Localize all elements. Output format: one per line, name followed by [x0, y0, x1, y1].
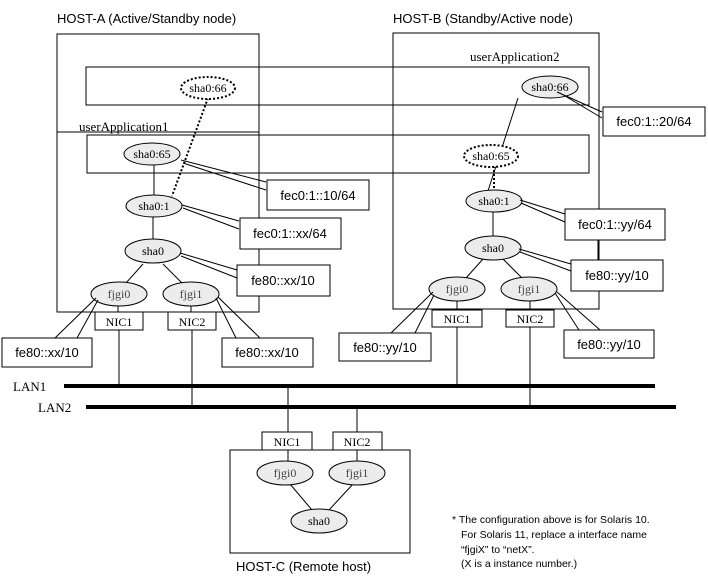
lan1-bus [64, 384, 655, 388]
b-nic2-label: NIC2 [517, 312, 544, 326]
a-sha0-label: sha0 [142, 244, 164, 258]
host-a-title: HOST-A (Active/Standby node) [57, 11, 236, 26]
b-nic2: NIC2 [505, 309, 555, 328]
b-sha0-address: fe80::yy/10 [585, 268, 649, 283]
a-sha0-fjgi1-link [162, 263, 183, 284]
b-sha066-node: sha0:66 [521, 75, 579, 99]
b-sha01-address-callout: fec0:1::yy/64 [519, 199, 666, 241]
a-sha065-node: sha0:65 [123, 142, 181, 166]
a-fjgi1-address-callout: fe80::xx/10 [215, 296, 314, 368]
b-sha0-label: sha0 [482, 241, 504, 255]
b-nic1-label: NIC1 [444, 312, 471, 326]
a-sha0-address: fe80::xx/10 [251, 273, 315, 288]
a-nic1: NIC1 [94, 311, 144, 331]
a-fjgi0-node: fjgi0 [90, 281, 148, 307]
lan2-bus [86, 405, 676, 409]
user-application2-label: userApplication2 [470, 49, 560, 64]
b-fjgi0-address: fe80::yy/10 [353, 340, 417, 355]
b-fjgi0-address-callout: fe80::yy/10 [338, 291, 435, 362]
a-nic2: NIC2 [167, 311, 217, 331]
b-sha066-label: sha0:66 [531, 80, 568, 94]
host-b-title: HOST-B (Standby/Active node) [393, 11, 573, 26]
c-fjgi0-label: fjgi0 [274, 466, 297, 480]
c-sha0-node: sha0 [290, 508, 348, 534]
host-c-title: HOST-C (Remote host) [236, 559, 371, 574]
a-fjgi0-address-callout: fe80::xx/10 [1, 297, 99, 368]
a-nic1-label: NIC1 [106, 315, 133, 329]
a-nic2-label: NIC2 [179, 315, 206, 329]
a-app1-address: fec0:1::10/64 [280, 188, 355, 203]
a-sha066-label: sha0:66 [189, 81, 226, 95]
user-application1-label: userApplication1 [79, 119, 169, 134]
b-fjgi1-node: fjgi1 [500, 276, 558, 302]
a-app1-address-callout: fec0:1::10/64 [180, 159, 370, 211]
c-nic1: NIC1 [261, 431, 313, 451]
a-fjgi1-label: fjgi1 [180, 287, 203, 301]
a-sha0-fjgi0-link [125, 263, 144, 284]
lan1-label: LAN1 [13, 379, 46, 394]
b-sha0-address-callout: fe80::yy/10 [518, 240, 664, 292]
c-fjgi1-label: fjgi1 [346, 466, 369, 480]
a-sha01-address-callout: fec0:1::xx/64 [181, 204, 342, 250]
a-fjgi0-label: fjgi0 [108, 287, 131, 301]
b-sha0-fjgi0-link [465, 258, 484, 279]
lan2-label: LAN2 [38, 400, 71, 415]
b-app2-address: fec0:1::20/64 [616, 114, 691, 129]
a-fjgi1-node: fjgi1 [162, 281, 220, 307]
b-fjgi1-address: fe80::yy/10 [577, 337, 641, 352]
a-sha01-label: sha0:1 [138, 199, 169, 213]
c-fjgi0-node: fjgi0 [256, 460, 314, 486]
b-sha01-node: sha0:1 [465, 189, 523, 213]
footnote: * The configuration above is for Solaris… [452, 514, 650, 570]
b-nic1: NIC1 [431, 309, 483, 328]
b-fjgi0-label: fjgi0 [446, 282, 469, 296]
b-app2-address-callout: fec0:1::20/64 [556, 91, 706, 137]
a-sha066-sha01-link-standby [171, 97, 209, 197]
a-sha0-address-callout: fe80::xx/10 [179, 249, 331, 297]
a-sha065-label: sha0:65 [133, 147, 170, 161]
b-sha0-fjgi1-link [502, 258, 523, 279]
c-fjgi1-node: fjgi1 [328, 460, 386, 486]
footnote-line3: “fjgiX” to “netX”. [461, 544, 535, 556]
footnote-line1: * The configuration above is for Solaris… [452, 514, 650, 526]
c-nic2: NIC2 [332, 431, 383, 451]
footnote-line4: (X is a instance number.) [461, 558, 577, 570]
a-sha0-node: sha0 [124, 238, 182, 264]
a-fjgi0-address: fe80::xx/10 [15, 345, 79, 360]
b-sha065-label: sha0:65 [472, 149, 509, 163]
b-fjgi1-label: fjgi1 [518, 282, 541, 296]
a-sha01-node: sha0:1 [125, 194, 183, 218]
c-nic1-label: NIC1 [274, 435, 301, 449]
user-application2-band [85, 66, 590, 106]
c-sha0-label: sha0 [308, 514, 330, 528]
footnote-line2: For Solaris 11, replace a interface name [461, 529, 647, 541]
a-sha066-node: sha0:66 [180, 76, 236, 100]
b-sha0-node: sha0 [464, 235, 522, 261]
b-fjgi0-node: fjgi0 [428, 276, 486, 302]
c-nic2-label: NIC2 [344, 435, 371, 449]
c-fjgi0-sha0-link [289, 483, 313, 511]
b-sha065-node: sha0:65 [463, 144, 519, 168]
c-fjgi1-sha0-link [328, 483, 354, 511]
b-sha01-label: sha0:1 [478, 194, 509, 208]
a-fjgi1-address: fe80::xx/10 [235, 345, 299, 360]
b-fjgi1-address-callout: fe80::yy/10 [554, 291, 655, 359]
host-c-box [229, 449, 411, 554]
b-sha01-address: fec0:1::yy/64 [578, 217, 652, 232]
a-sha01-address: fec0:1::xx/64 [253, 226, 327, 241]
